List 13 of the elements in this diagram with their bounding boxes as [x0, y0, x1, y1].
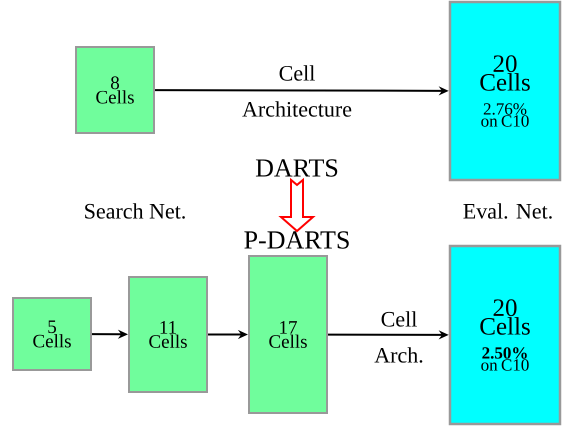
network-label: Eval. Net.	[463, 203, 552, 219]
edge-label: Cell Architecture	[242, 65, 352, 117]
search-cell-box: 11 Cells	[128, 276, 208, 393]
eval-cell-box: 20 Cells 2.50% on C10	[448, 244, 562, 426]
hollow-arrow	[278, 178, 316, 232]
search-cell-box: 17 Cells	[248, 255, 328, 414]
edge-label: Cell Arch.	[374, 311, 422, 363]
network-label: Search Net.	[85, 203, 185, 219]
eval-cell-box: 20 Cells 2.76% on C10	[448, 0, 562, 182]
method-label: DARTS	[256, 159, 338, 177]
search-cell-box: 8 Cells	[75, 46, 155, 134]
method-label: P-DARTS	[244, 231, 349, 249]
search-cell-box: 5 Cells	[12, 297, 92, 371]
